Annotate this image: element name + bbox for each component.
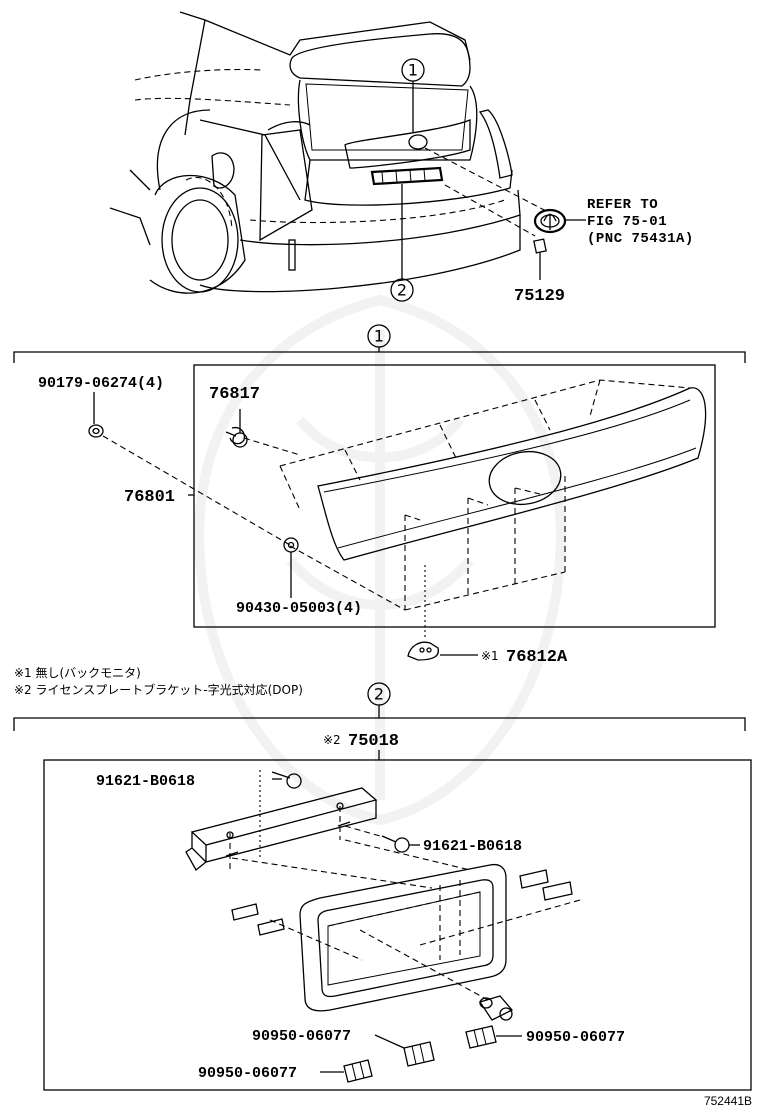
nut-90179 — [88, 392, 291, 546]
leader-projection-e — [359, 929, 489, 1001]
part-label-75018: 75018 — [348, 732, 399, 751]
part-label-91621-B0618-a: 91621-B0618 — [96, 773, 195, 790]
pads-left — [231, 903, 285, 936]
part-label-90430-05003: 90430-05003(4) — [236, 600, 362, 617]
svg-text:REFER TO: REFER TO — [587, 197, 658, 213]
part-label-76801: 76801 — [124, 488, 175, 507]
part-label-90950-06077-a: 90950-06077 — [252, 1028, 351, 1045]
note-mark-2: ※2 — [323, 733, 341, 747]
svg-text:1: 1 — [408, 61, 418, 80]
part-label-75129: 75129 — [514, 287, 565, 306]
pads-right — [519, 869, 573, 901]
part-label-91621-B0618-b: 91621-B0618 — [423, 838, 522, 855]
leader-projection-c — [269, 919, 363, 961]
leader-projection-a — [231, 857, 433, 889]
bolt-91621-b — [344, 825, 420, 853]
refer-note: REFER TO FIG 75-01 (PNC 75431A) — [587, 197, 694, 247]
note-2: ※2 ライセンスプレートブラケット-字光式対応(DOP) — [14, 682, 303, 697]
part-label-76817: 76817 — [209, 385, 260, 404]
part-label-90950-06077-b: 90950-06077 — [526, 1029, 625, 1046]
figure-id: 752441B — [704, 1094, 752, 1108]
section-2-header: 2 — [13, 682, 746, 731]
rear-emblem-part — [424, 147, 586, 280]
license-plate-bracket — [185, 770, 378, 871]
note-mark-1: ※1 — [481, 649, 499, 663]
svg-text:1: 1 — [374, 327, 384, 346]
clip-76817 — [225, 409, 248, 448]
watermark-emblem — [194, 294, 566, 826]
callout-1-top: 1 — [401, 58, 425, 132]
back-door-garnish — [243, 379, 707, 611]
note-1: ※1 無し(バックモニタ) — [14, 665, 141, 680]
section-1-frame — [193, 364, 716, 628]
section-1-header: 1 — [13, 324, 746, 363]
cushion-90950-b — [465, 1025, 522, 1049]
svg-text:2: 2 — [374, 685, 384, 704]
cover-76812A — [407, 565, 478, 661]
bolt-91621-a — [271, 771, 302, 789]
cushion-90950-a — [374, 1034, 435, 1067]
part-label-76812A: 76812A — [506, 648, 568, 667]
part-label-90950-06077-c: 90950-06077 — [198, 1065, 297, 1082]
license-plate-frame — [299, 863, 507, 1012]
washer-90430 — [283, 537, 299, 598]
leader-projection-b — [344, 839, 471, 871]
svg-text:(PNC 75431A): (PNC 75431A) — [587, 231, 694, 247]
vehicle-rear-illustration — [109, 11, 521, 294]
svg-text:2: 2 — [397, 281, 407, 300]
svg-text:FIG 75-01: FIG 75-01 — [587, 214, 667, 230]
license-lamp — [478, 995, 514, 1021]
leader-projection-d — [419, 899, 581, 946]
part-label-90179-06274: 90179-06274(4) — [38, 375, 164, 392]
cushion-90950-c — [320, 1059, 373, 1083]
callout-2-top: 2 — [390, 184, 414, 302]
section-2-frame — [43, 759, 752, 1091]
